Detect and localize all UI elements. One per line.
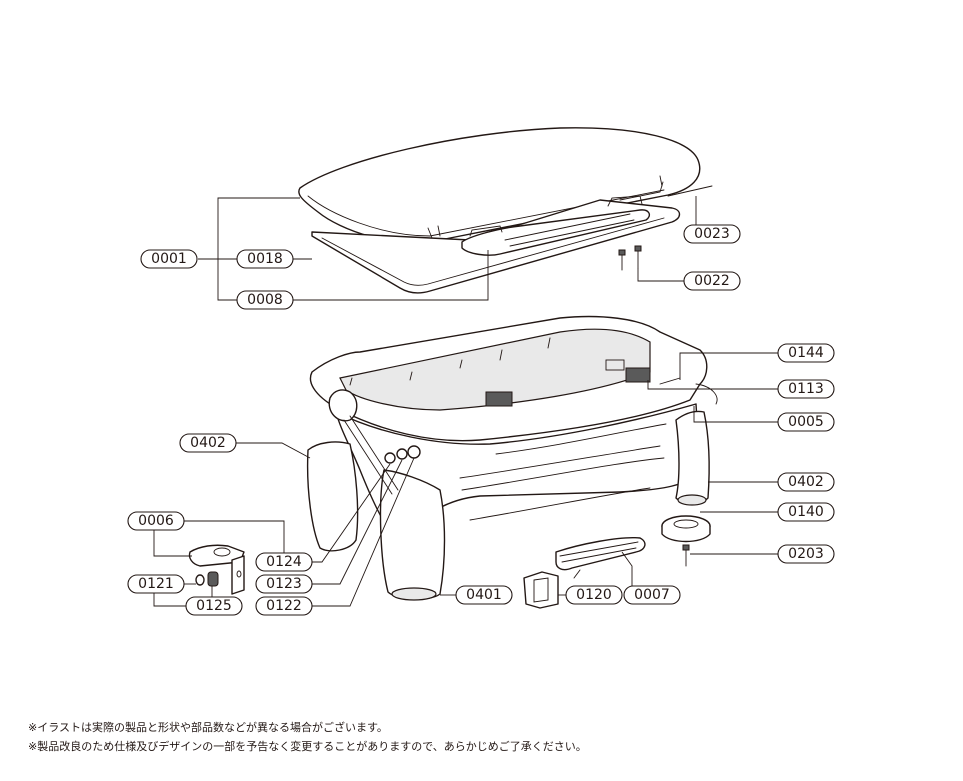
part-label-0120[interactable]: 0120 [565,585,623,605]
svg-text:0005: 0005 [788,414,824,430]
svg-text:0023: 0023 [694,226,730,242]
buckle-0120-illustration [523,571,559,609]
screws-0022-illustration [618,245,642,271]
svg-text:0001: 0001 [151,251,187,267]
part-label-0122[interactable]: 0122 [255,596,313,616]
part-label-0144[interactable]: 0144 [777,343,835,363]
part-label-0018[interactable]: 0018 [236,249,294,269]
cooler-body-illustration [306,315,718,601]
svg-text:0125: 0125 [196,598,232,614]
part-label-0121[interactable]: 0121 [127,574,185,594]
svg-text:0018: 0018 [247,251,283,267]
svg-text:0402: 0402 [788,474,824,490]
svg-text:0203: 0203 [788,546,824,562]
part-label-0124[interactable]: 0124 [255,552,313,572]
part-label-0006[interactable]: 0006 [127,511,185,531]
hinge-pin-0023 [667,185,713,197]
svg-text:0007: 0007 [634,587,670,603]
svg-text:0140: 0140 [788,504,824,520]
svg-text:0022: 0022 [694,273,730,289]
inner-lid-plate-illustration [461,195,651,256]
svg-text:0122: 0122 [266,598,302,614]
part-label-0008[interactable]: 0008 [236,290,294,310]
part-label-0113[interactable]: 0113 [777,379,835,399]
svg-text:0121: 0121 [138,576,174,592]
drain-assembly-illustration [188,544,245,595]
part-label-0007[interactable]: 0007 [623,585,681,605]
lid-illustration [298,127,701,244]
part-label-0402-right[interactable]: 0402 [777,472,835,492]
part-label-0005[interactable]: 0005 [777,412,835,432]
svg-text:0401: 0401 [466,587,502,603]
part-label-0203[interactable]: 0203 [777,544,835,564]
screw-0144 [659,377,681,385]
footnotes: ※イラストは実際の製品と形状や部品数などが異なる場合がございます。 ※製品改良の… [28,718,928,756]
svg-text:0113: 0113 [788,381,824,397]
svg-text:0144: 0144 [788,345,824,361]
svg-text:0006: 0006 [138,513,174,529]
strap-0007-illustration [555,536,646,579]
svg-text:0123: 0123 [266,576,302,592]
part-label-0401[interactable]: 0401 [455,585,513,605]
part-label-0023[interactable]: 0023 [683,224,741,244]
part-label-0402-left[interactable]: 0402 [179,433,237,453]
part-label-0123[interactable]: 0123 [255,574,313,594]
part-label-0001[interactable]: 0001 [140,249,198,269]
svg-text:0120: 0120 [576,587,612,603]
part-label-0125[interactable]: 0125 [185,596,243,616]
part-label-0140[interactable]: 0140 [777,502,835,522]
svg-text:0402: 0402 [190,435,226,451]
screw-0203-illustration [682,544,690,567]
svg-text:0124: 0124 [266,554,302,570]
footnote-illustration-disclaimer: ※イラストは実際の製品と形状や部品数などが異なる場合がございます。 [28,721,388,734]
leader-lines [153,196,778,607]
part-label-0022[interactable]: 0022 [683,271,741,291]
svg-text:0008: 0008 [247,292,283,308]
footnote-spec-change-disclaimer: ※製品改良のため仕様及びデザインの一部を予告なく変更することがありますので、あら… [28,740,587,753]
cap-0140-illustration [661,515,711,543]
